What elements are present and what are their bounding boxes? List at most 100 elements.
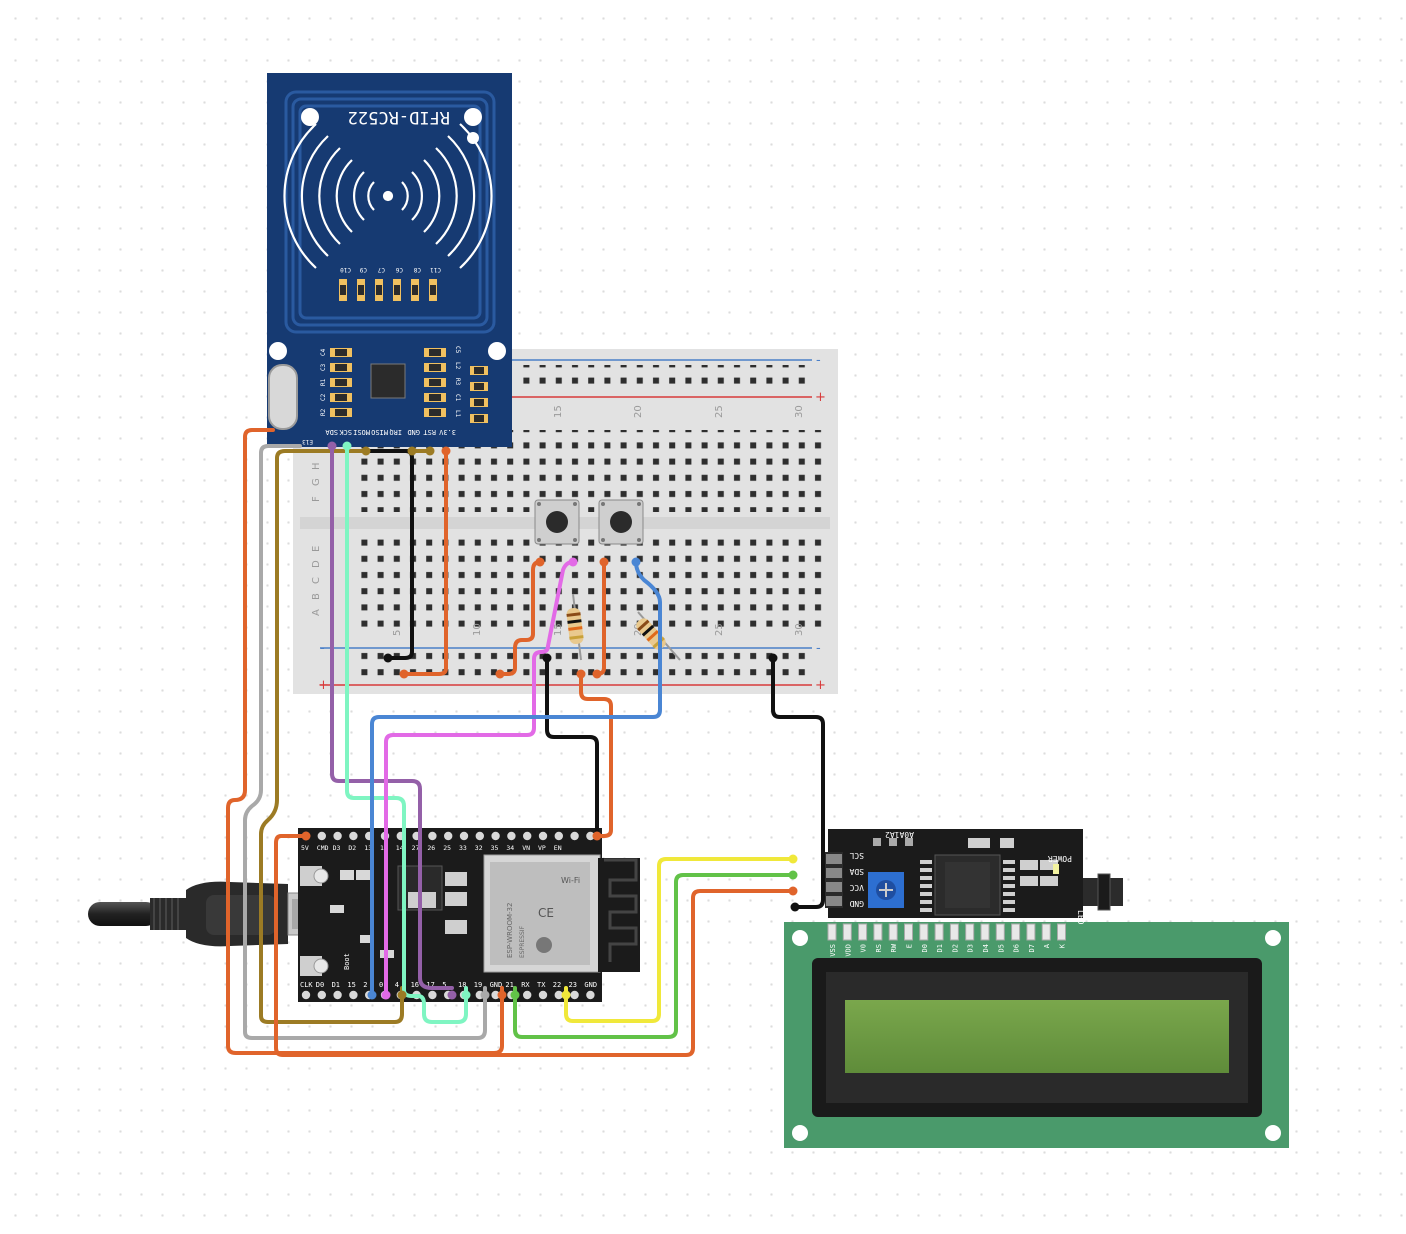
esp-en-button[interactable] <box>313 868 329 884</box>
wire-yellow-scl[interactable] <box>564 857 795 1023</box>
lcd-pin[interactable] <box>888 923 898 941</box>
wire-endpoint[interactable] <box>542 653 552 663</box>
esp-top-pin-label: D3 <box>333 844 341 852</box>
esp-top-pin[interactable] <box>475 831 484 841</box>
wire-endpoint[interactable] <box>599 557 609 567</box>
wire-endpoint[interactable] <box>447 990 457 1000</box>
lcd-pin[interactable] <box>904 923 913 941</box>
wire-endpoint[interactable] <box>327 441 337 451</box>
wire-endpoint[interactable] <box>383 653 393 663</box>
wire-endpoint[interactable] <box>441 446 451 456</box>
wire-endpoint[interactable] <box>361 446 371 456</box>
wire-endpoint[interactable] <box>342 441 352 451</box>
esp-top-pin[interactable] <box>333 831 342 841</box>
esp-top-pin[interactable] <box>349 831 358 841</box>
wire-endpoint[interactable] <box>301 831 311 841</box>
wire-orange-button1[interactable] <box>498 560 542 676</box>
wire-endpoint[interactable] <box>495 669 505 679</box>
esp-top-pin[interactable] <box>586 831 595 841</box>
wire-endpoint[interactable] <box>497 990 507 1000</box>
esp-boot-button[interactable] <box>313 958 329 974</box>
wire-endpoint[interactable] <box>568 557 578 567</box>
esp-bottom-pin[interactable] <box>317 990 326 1000</box>
lcd-pin[interactable] <box>873 923 883 941</box>
wire-pink-button1[interactable] <box>384 560 575 997</box>
lcd-pin[interactable] <box>1026 923 1036 941</box>
lcd-pin[interactable] <box>1057 923 1066 941</box>
esp-bottom-pin[interactable] <box>586 990 595 1000</box>
wire-brown-rfid-gnd[interactable] <box>259 449 432 1024</box>
wire-black-lcd-gnd[interactable] <box>771 656 825 909</box>
wire-black-button1[interactable] <box>545 656 599 838</box>
lcd-pin-label: D0 <box>921 944 929 952</box>
wire-endpoint[interactable] <box>790 902 800 912</box>
push-button-2[interactable] <box>598 499 644 545</box>
wire-endpoint[interactable] <box>768 653 778 663</box>
wire-endpoint[interactable] <box>510 990 520 1000</box>
esp-bottom-pin[interactable] <box>523 990 532 1000</box>
wire-orange-rfid-3v3[interactable] <box>226 428 504 1055</box>
lcd-pin[interactable] <box>1011 923 1021 941</box>
row-letter-d: D <box>311 560 322 568</box>
esp-bottom-pin[interactable] <box>333 990 342 1000</box>
row-letter-h: H <box>311 462 322 470</box>
esp-top-pin-label: VP <box>538 844 546 852</box>
wire-orange-rfid-vcc-rail[interactable] <box>402 449 448 676</box>
rfid-crystal <box>268 364 298 430</box>
push-button-1[interactable] <box>534 499 580 545</box>
esp-top-pin[interactable] <box>570 831 579 841</box>
wire-endpoint[interactable] <box>399 669 409 679</box>
esp-top-pin-label: 33 <box>459 844 467 852</box>
wire-endpoint[interactable] <box>367 990 377 1000</box>
esp-bottom-pin[interactable] <box>538 990 548 1000</box>
esp-top-pin[interactable] <box>491 831 500 841</box>
esp-top-pin[interactable] <box>523 831 532 841</box>
wire-endpoint[interactable] <box>576 669 586 679</box>
wire-endpoint[interactable] <box>397 990 407 1000</box>
esp-top-pin-label: 13 <box>364 844 372 852</box>
wire-gray-rfid-rst[interactable] <box>243 444 487 1040</box>
lcd-pin[interactable] <box>842 923 852 941</box>
wire-blue-button2[interactable] <box>370 560 662 997</box>
lcd-pin[interactable] <box>919 923 929 941</box>
esp-bottom-pin[interactable] <box>428 990 437 1000</box>
lcd-pin[interactable] <box>995 923 1005 941</box>
wire-green-sda[interactable] <box>513 873 795 1039</box>
wire-purple-rfid-sda[interactable] <box>330 444 454 990</box>
esp-bottom-pin[interactable] <box>491 990 500 1000</box>
esp-top-pin[interactable] <box>317 831 326 841</box>
esp-bottom-pin[interactable] <box>570 990 579 1000</box>
wire-cyan-rfid-sck[interactable] <box>345 444 468 1024</box>
esp-top-pin[interactable] <box>538 831 548 841</box>
lcd-pin[interactable] <box>965 923 975 941</box>
lcd-pin[interactable] <box>827 923 837 941</box>
wire-orange-vcc[interactable] <box>274 834 795 1057</box>
esp-top-pin[interactable] <box>428 831 437 841</box>
wire-endpoint[interactable] <box>425 446 435 456</box>
esp-bottom-pin[interactable] <box>301 990 311 1000</box>
esp-top-pin[interactable] <box>459 831 469 841</box>
wire-endpoint[interactable] <box>461 990 471 1000</box>
esp-top-pin[interactable] <box>554 831 563 841</box>
wire-endpoint[interactable] <box>535 557 545 567</box>
esp-top-pin[interactable] <box>444 831 453 841</box>
wire-endpoint[interactable] <box>592 831 602 841</box>
wire-endpoint[interactable] <box>480 990 490 1000</box>
wire-endpoint[interactable] <box>407 446 417 456</box>
wire-endpoint[interactable] <box>592 669 602 679</box>
wire-orange-resistor[interactable] <box>579 672 613 838</box>
esp-top-pin[interactable] <box>507 831 516 841</box>
wire-endpoint[interactable] <box>788 870 798 880</box>
lcd-pin[interactable] <box>980 923 990 941</box>
esp-bottom-pin[interactable] <box>349 990 358 1000</box>
wire-endpoint[interactable] <box>788 886 798 896</box>
lcd-pin[interactable] <box>949 923 959 941</box>
lcd-pin[interactable] <box>1041 923 1051 941</box>
lcd-pin[interactable] <box>858 923 868 941</box>
wire-endpoint[interactable] <box>561 990 571 1000</box>
wire-endpoint[interactable] <box>788 854 798 864</box>
esp-bottom-pin[interactable] <box>554 990 563 1000</box>
wire-endpoint[interactable] <box>631 557 641 567</box>
wire-endpoint[interactable] <box>381 990 391 1000</box>
lcd-pin[interactable] <box>934 923 944 941</box>
